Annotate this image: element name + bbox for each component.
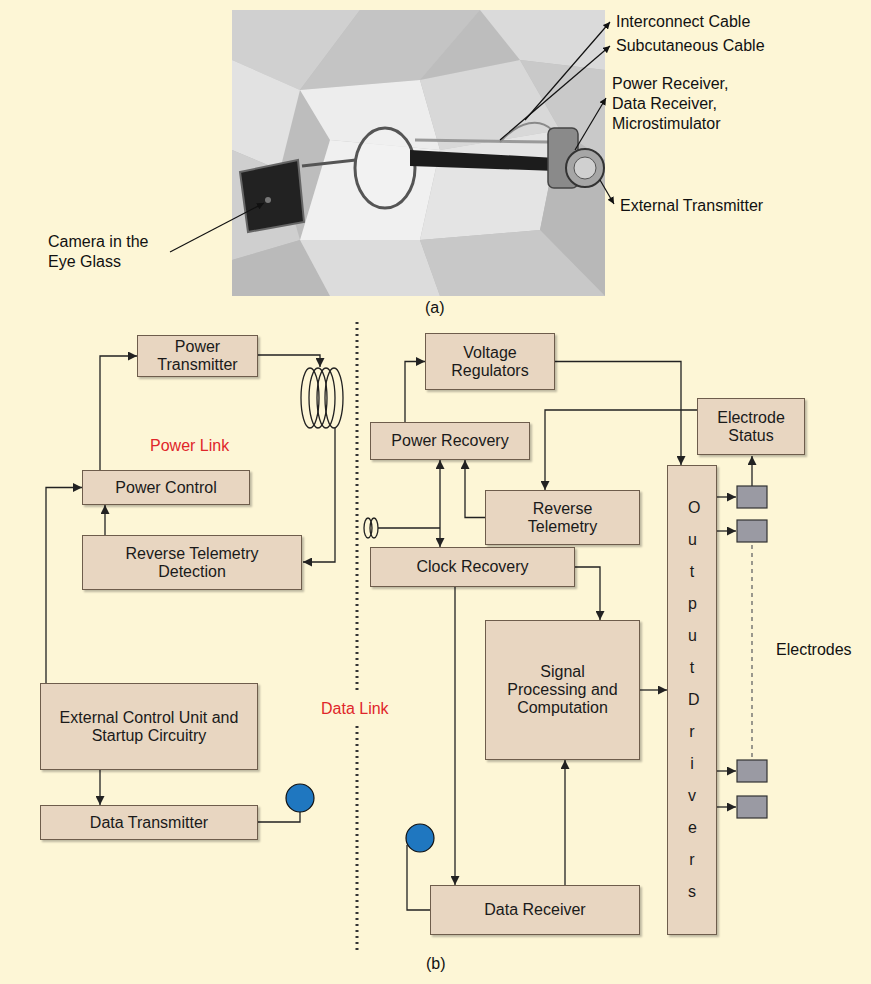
process-box: Signal Processing and Computation	[485, 620, 640, 760]
connector-arrow	[465, 460, 485, 518]
callout-label: Subcutaneous Cable	[616, 36, 765, 56]
process-box: Power Control	[82, 470, 250, 505]
link-divider	[356, 322, 359, 952]
box-text: Electrode Status	[710, 409, 792, 445]
box-text: Reverse Telemetry Detection	[95, 545, 289, 581]
process-box: Data Transmitter	[40, 805, 258, 840]
antenna-symbol	[286, 784, 434, 852]
process-box: Reverse Telemetry Detection	[82, 535, 302, 590]
callout-label: Data Link	[318, 699, 392, 719]
box-text: External Control Unit and Startup Circui…	[53, 709, 245, 745]
connector-arrow	[100, 356, 137, 470]
process-box: Data Receiver	[430, 885, 640, 935]
box-text: Data Transmitter	[90, 814, 208, 832]
vertical-box-text: Output Drivers	[688, 492, 696, 908]
connector-arrow	[439, 460, 440, 547]
box-text: Reverse Telemetry	[498, 500, 627, 536]
box-text: Power Control	[115, 479, 216, 497]
box-text: Signal Processing and Computation	[504, 663, 621, 717]
connector-arrow	[564, 760, 565, 885]
connector-arrow	[640, 689, 667, 690]
box-text: Power Recovery	[391, 432, 508, 450]
connector-arrow	[575, 567, 600, 620]
connector-arrow	[104, 505, 105, 535]
process-box: Clock Recovery	[370, 547, 575, 587]
head-illustration	[232, 10, 605, 296]
coil-symbol	[301, 368, 378, 538]
box-text: Data Receiver	[484, 901, 585, 919]
process-box: External Control Unit and Startup Circui…	[40, 683, 258, 770]
callout-label: Interconnect Cable	[616, 12, 750, 32]
callout-label: Camera in the Eye Glass	[48, 232, 178, 272]
callout-label: External Transmitter	[620, 196, 763, 216]
box-text: Voltage Regulators	[438, 344, 542, 380]
connector-arrow	[46, 488, 82, 684]
callout-label: (a)	[425, 298, 445, 318]
process-box: Power Recovery	[370, 422, 530, 460]
connector-arrow	[99, 770, 100, 805]
connector-arrow	[555, 362, 681, 466]
process-box: Power Transmitter	[137, 335, 258, 377]
connector-arrow	[454, 587, 455, 885]
box-text: Power Transmitter	[146, 338, 249, 374]
callout-label: Power Link	[150, 436, 229, 456]
callout-label: Power Receiver, Data Receiver, Microstim…	[612, 74, 762, 134]
leader-lines	[170, 22, 614, 252]
box-text: Clock Recovery	[416, 558, 528, 576]
electrode-symbol	[737, 486, 767, 818]
process-box: Electrode Status	[697, 398, 805, 455]
connector-arrow	[405, 362, 425, 423]
callout-label: (b)	[426, 954, 446, 974]
callout-label: Electrodes	[776, 640, 852, 660]
process-box: Voltage Regulators	[425, 333, 555, 390]
process-box: Reverse Telemetry	[485, 490, 640, 545]
driver-bar: Output Drivers	[667, 465, 717, 935]
